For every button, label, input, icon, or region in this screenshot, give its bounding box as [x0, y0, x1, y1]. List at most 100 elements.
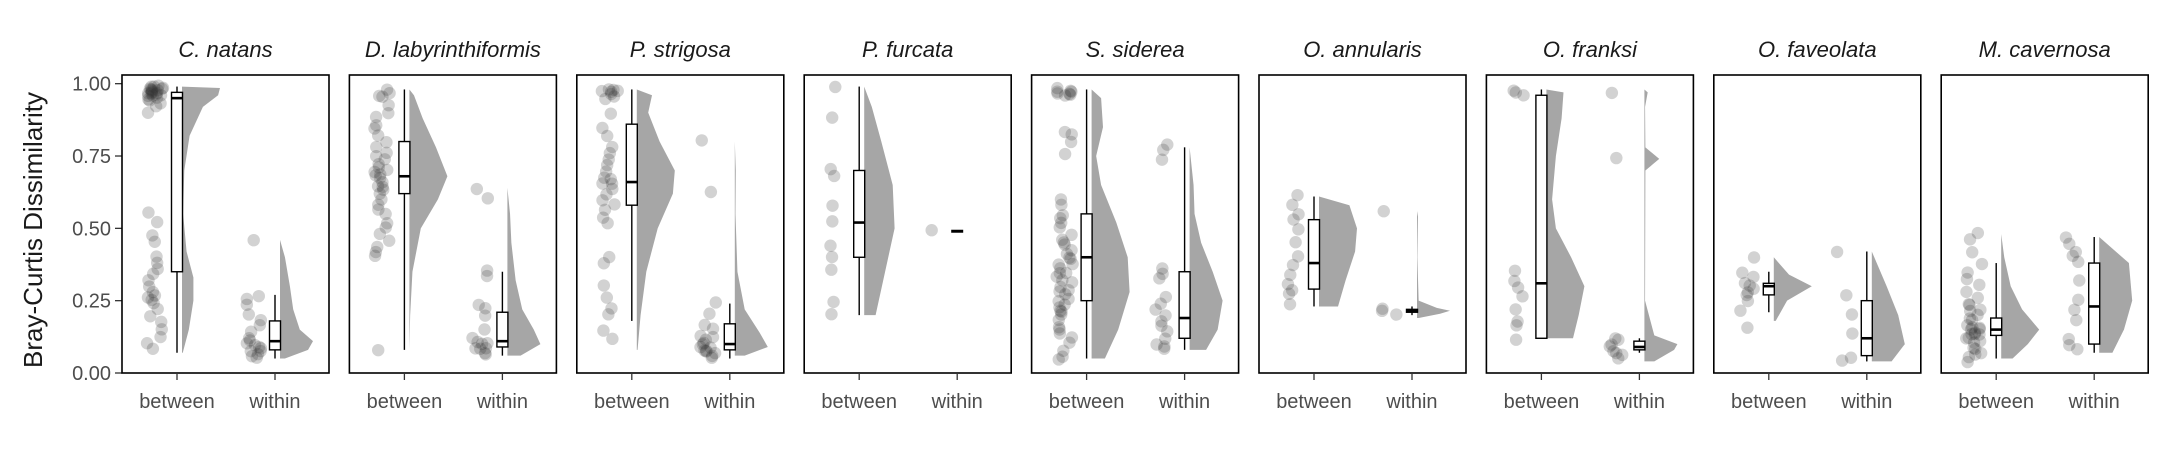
point-within: [2059, 231, 2073, 244]
x-tick-label-within: within: [931, 391, 983, 413]
point-between: [376, 176, 389, 189]
point-between: [373, 187, 386, 200]
point-between: [145, 80, 158, 93]
point-between: [1741, 294, 1755, 308]
violin-between: [636, 89, 675, 350]
point-within: [1159, 309, 1172, 322]
point-within: [252, 340, 266, 354]
point-between: [604, 85, 618, 99]
point-within: [478, 346, 492, 360]
point-between: [1062, 283, 1075, 297]
point-within: [698, 318, 711, 332]
point-between: [1969, 348, 1982, 361]
x-tick-label-between: between: [1049, 391, 1125, 413]
x-tick-label-within: within: [2068, 391, 2120, 413]
point-between: [144, 83, 158, 96]
point-between: [1964, 304, 1977, 318]
point-between: [142, 89, 155, 103]
point-within: [471, 335, 484, 349]
point-between: [596, 211, 610, 224]
facet-title: M. cavernosa: [1979, 37, 2111, 62]
point-between: [372, 343, 385, 357]
point-between: [1741, 286, 1755, 299]
x-tick-label-between: between: [594, 391, 670, 413]
point-between: [1058, 89, 1072, 102]
point-between: [600, 188, 613, 201]
point-between: [144, 310, 157, 323]
point-within: [1161, 138, 1174, 151]
point-between: [370, 149, 383, 163]
point-within: [481, 337, 494, 350]
facet-title: P. strigosa: [630, 37, 731, 62]
x-tick-label-between: between: [1958, 391, 2034, 413]
x-tick-label-within: within: [476, 391, 528, 413]
point-between: [1052, 353, 1065, 366]
point-between: [379, 207, 392, 221]
box-between: [1535, 94, 1548, 339]
point-between: [1054, 304, 1067, 317]
point-between: [1056, 233, 1069, 246]
point-within: [245, 349, 259, 363]
point-between: [598, 203, 612, 216]
point-between: [1062, 292, 1075, 306]
point-between: [145, 293, 158, 307]
point-within: [1377, 205, 1390, 218]
violin-within: [1417, 210, 1450, 319]
point-between: [1053, 285, 1066, 298]
point-within: [1376, 302, 1389, 315]
facet-title: S. siderea: [1086, 37, 1185, 62]
point-between: [1053, 266, 1067, 280]
violin-within: [1644, 89, 1678, 362]
panel-border: [1030, 74, 1240, 374]
x-tick-label-between: between: [821, 391, 897, 413]
point-between: [1971, 226, 1985, 240]
y-axis-title: Bray-Curtis Dissimilarity: [18, 92, 48, 368]
point-between: [1065, 331, 1079, 344]
point-between: [602, 308, 615, 321]
box-within: [723, 323, 736, 351]
violin-between: [1319, 196, 1357, 307]
point-within: [700, 345, 713, 358]
point-between: [1747, 270, 1760, 284]
point-within: [254, 344, 267, 358]
point-within: [247, 233, 260, 247]
point-within: [705, 351, 718, 364]
point-between: [1965, 327, 1978, 341]
point-between: [600, 291, 614, 304]
point-between: [372, 157, 385, 171]
point-between: [373, 227, 387, 241]
point-within: [1150, 338, 1163, 351]
point-between: [1969, 342, 1982, 356]
point-within: [700, 344, 713, 357]
point-between: [603, 250, 616, 264]
point-within: [708, 346, 722, 360]
point-between: [1973, 334, 1987, 348]
point-between: [596, 121, 609, 135]
point-between: [1064, 88, 1077, 101]
box-between: [625, 123, 638, 206]
point-within: [242, 332, 256, 345]
point-between: [141, 291, 155, 304]
point-between: [1975, 257, 1989, 271]
point-between: [1054, 193, 1068, 206]
point-between: [1962, 331, 1975, 344]
point-between: [1053, 301, 1066, 314]
point-between: [605, 302, 618, 315]
point-within: [706, 322, 720, 335]
point-within: [704, 185, 718, 199]
point-within: [694, 340, 707, 354]
point-between: [600, 158, 614, 172]
point-within: [2069, 245, 2082, 259]
point-between: [1961, 355, 1974, 369]
point-between: [369, 110, 383, 124]
point-between: [142, 206, 155, 219]
point-between: [154, 97, 167, 110]
violin-between: [1546, 89, 1585, 339]
point-between: [155, 323, 168, 336]
point-between: [150, 215, 164, 229]
point-between: [825, 111, 839, 124]
point-between: [597, 324, 610, 337]
point-within: [1603, 340, 1616, 353]
